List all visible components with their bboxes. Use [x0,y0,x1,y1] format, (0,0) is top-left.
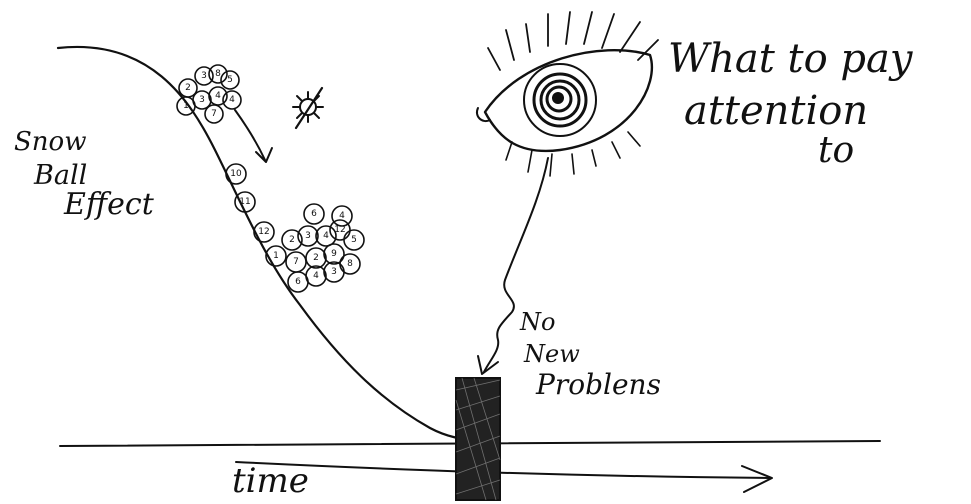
ball-number: 12 [334,225,345,235]
numbered-ball: 12 [254,222,274,242]
ball-number: 3 [201,71,207,81]
snowball-label-line3: Effect [63,187,155,222]
numbered-ball: 7 [205,105,223,123]
ball-number: 4 [323,231,329,241]
ball-number: 1 [273,251,279,261]
numbered-ball: 5 [344,230,364,250]
ball-number: 10 [230,169,242,179]
crossed-out-sun-icon [293,88,323,128]
ball-number: 1 [183,101,189,111]
ball-number: 8 [215,69,221,79]
snowball-down-arrow-head [256,148,272,162]
problems-label-line1: No [519,308,555,336]
ball-number: 5 [227,75,233,85]
attention-label-line1: What to pay [668,36,914,82]
ball-number: 6 [295,277,301,287]
numbered-ball: 6 [304,204,324,224]
time-axis-label: time [232,461,309,501]
numbered-ball: 2 [306,248,326,268]
problems-label-line3: Problens [535,368,661,401]
ball-number: 2 [289,235,295,245]
numbered-ball: 4 [306,266,326,286]
attention-label-line3: to [818,130,854,171]
ball-number: 8 [347,259,353,269]
snowball-label-line1: Snow [14,127,86,157]
ball-number: 5 [351,235,357,245]
ball-number: 4 [215,91,221,101]
ball-number: 2 [313,253,319,263]
numbered-ball: 3 [324,262,344,282]
numbered-ball: 10 [226,164,246,184]
numbered-ball: 6 [288,272,308,292]
numbered-ball: 7 [286,252,306,272]
ball-chain: 10 11 12 [226,164,274,242]
numbered-ball: 4 [332,206,352,226]
ball-number: 6 [311,209,317,219]
time-arrow-line [236,462,770,478]
time-arrow-head [742,466,772,492]
ball-number: 12 [258,227,269,237]
ball-number: 4 [229,95,235,105]
snowball-slope-curve [58,47,490,442]
attention-label-line2: attention [684,88,868,134]
problems-label-line2: New [523,340,580,368]
snowball-down-arrow [235,110,265,160]
ball-number: 4 [313,271,319,281]
ball-number: 9 [331,249,337,259]
ball-number: 3 [305,231,311,241]
ball-number: 2 [185,83,191,93]
ball-number: 7 [211,109,217,119]
numbered-ball: 11 [235,192,255,212]
ball-number: 3 [199,95,205,105]
ball-number: 11 [239,197,250,207]
barrier-block [456,378,500,500]
eye-icon [477,12,658,176]
ball-number: 3 [331,267,337,277]
numbered-ball: 8 [340,254,360,274]
ball-number: 7 [293,257,299,267]
